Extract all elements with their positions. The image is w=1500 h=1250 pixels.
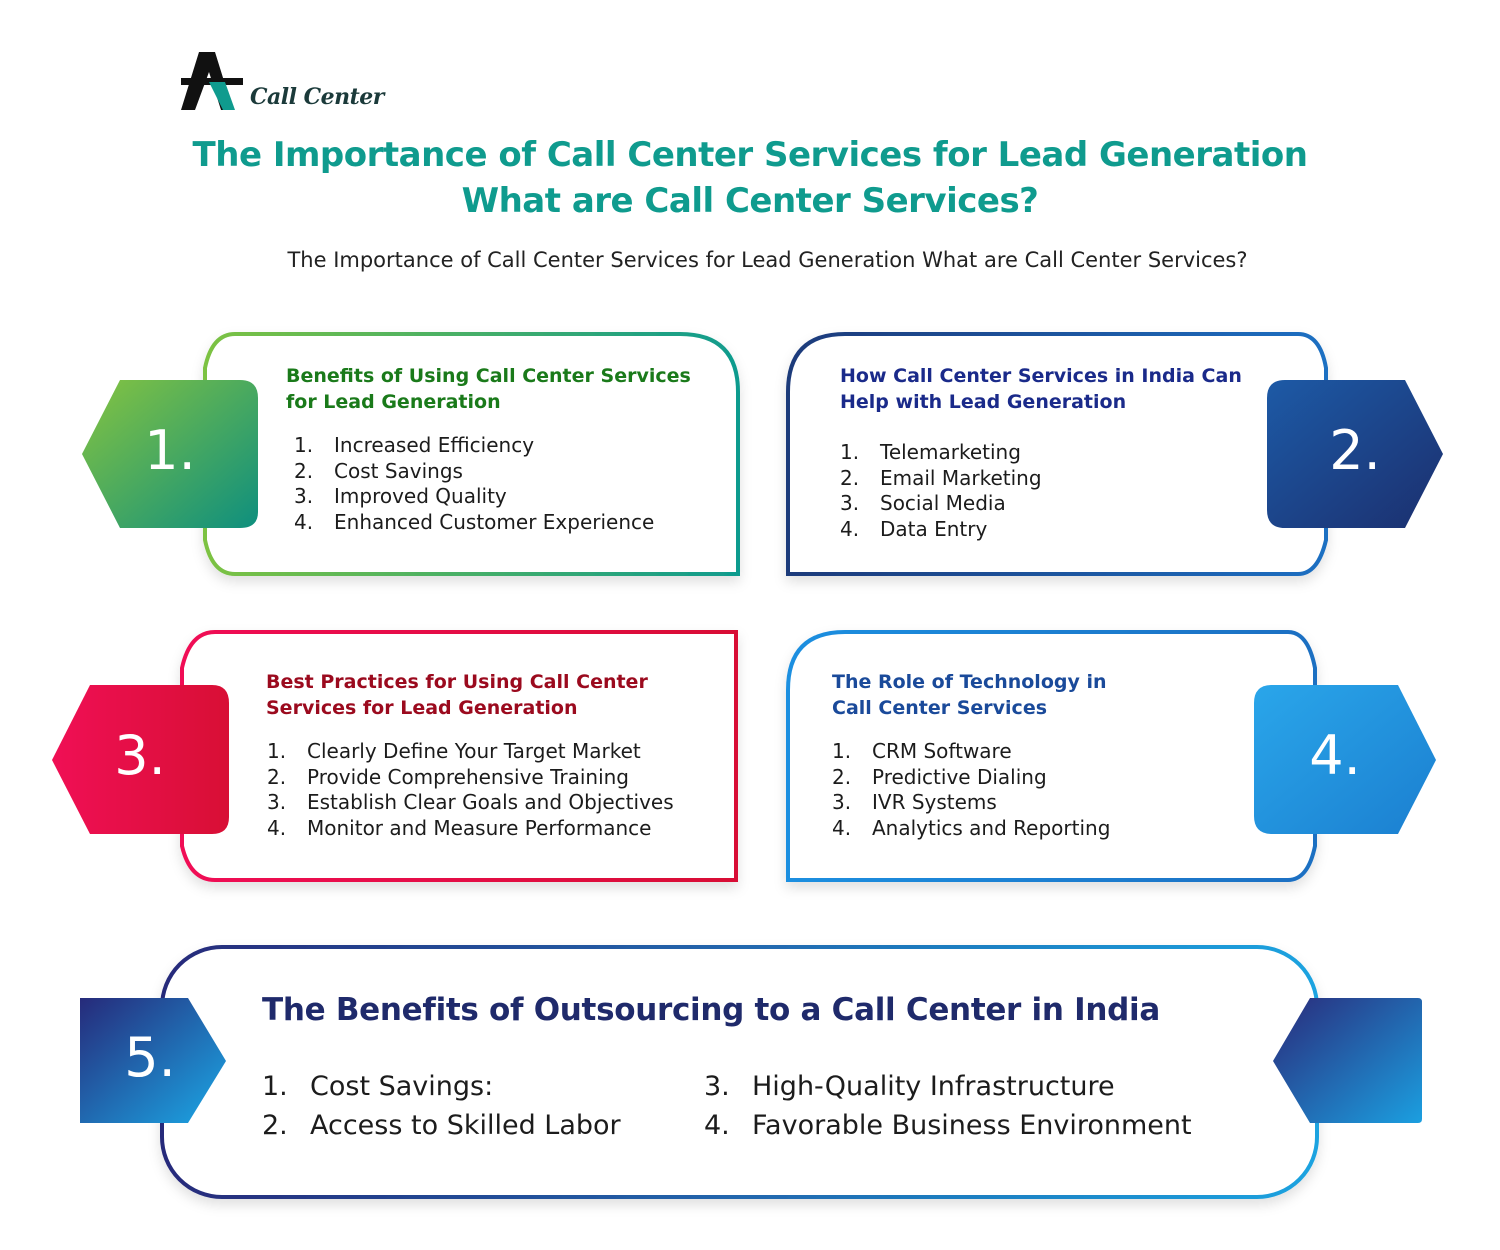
card-4-title: The Role of Technology in Call Center Se… xyxy=(832,669,1107,721)
card-3-list: 1.Clearly Define Your Target Market 2.Pr… xyxy=(267,739,674,842)
list-item: 1.Increased Efficiency xyxy=(294,433,535,457)
bottom-number: 5. xyxy=(124,1026,176,1089)
card-2-number: 2. xyxy=(1329,419,1381,482)
card-1-title-line-1: Benefits of Using Call Center Services xyxy=(286,365,691,387)
card-1-title-line-2: for Lead Generation xyxy=(286,391,501,413)
card-3-title: Best Practices for Using Call Center Ser… xyxy=(266,669,648,721)
card-1-badge xyxy=(82,380,258,528)
card-3-title-line-2: Services for Lead Generation xyxy=(266,697,578,719)
bottom-badge-right xyxy=(1273,998,1422,1123)
list-item: 4.Data Entry xyxy=(840,517,988,542)
card-4-title-line-1: The Role of Technology in xyxy=(832,671,1107,693)
bottom-badge-left xyxy=(80,998,226,1123)
card-2-title-line-2: Help with Lead Generation xyxy=(840,391,1127,413)
card-1-list: 1.Increased Efficiency 2.Cost Savings 3.… xyxy=(294,433,654,536)
list-item: 2.Email Marketing xyxy=(840,465,1042,490)
list-item: 4.Monitor and Measure Performance xyxy=(267,816,652,841)
list-item: 4.Enhanced Customer Experience xyxy=(294,510,655,535)
list-item: 1.CRM Software xyxy=(832,739,1012,763)
card-1-number: 1. xyxy=(144,419,196,482)
list-item: 3.Establish Clear Goals and Objectives xyxy=(267,790,674,815)
list-item: 4.Analytics and Reporting xyxy=(832,816,1111,841)
bottom-list-left: 1.Cost Savings: 2.Access to Skilled Labo… xyxy=(262,1067,621,1145)
card-3-badge xyxy=(52,685,229,834)
card-2-list: 1.Telemarketing 2.Email Marketing 3.Soci… xyxy=(840,440,1042,543)
card-3-frame xyxy=(180,630,738,882)
logo-text: Call Center xyxy=(250,84,384,110)
list-item: 1.Clearly Define Your Target Market xyxy=(267,739,641,763)
list-item: 1.Telemarketing xyxy=(840,440,1021,464)
list-item: 4.Favorable Business Environment xyxy=(704,1110,1192,1141)
card-3-number: 3. xyxy=(114,724,166,787)
bottom-title: The Benefits of Outsourcing to a Call Ce… xyxy=(262,992,1160,1028)
list-item: 2.Provide Comprehensive Training xyxy=(267,764,629,789)
list-item: 3.IVR Systems xyxy=(832,790,997,815)
list-item: 3.Social Media xyxy=(840,491,1006,516)
list-item: 3.Improved Quality xyxy=(294,484,507,509)
card-1-frame xyxy=(203,332,740,576)
card-4-frame xyxy=(786,630,1317,882)
card-4-list: 1.CRM Software 2.Predictive Dialing 3.IV… xyxy=(832,739,1110,842)
list-item: 2.Cost Savings xyxy=(294,458,463,483)
bottom-list-right: 3.High-Quality Infrastructure 4.Favorabl… xyxy=(704,1067,1192,1145)
logo: Call Center xyxy=(178,50,384,120)
card-2-title: How Call Center Services in India Can He… xyxy=(840,363,1242,415)
card-4-badge xyxy=(1254,685,1436,834)
card-3-title-line-1: Best Practices for Using Call Center xyxy=(266,671,648,693)
card-2-frame xyxy=(786,332,1328,576)
logo-mark xyxy=(181,52,243,110)
page-title-line-1: The Importance of Call Center Services f… xyxy=(192,135,1308,175)
card-4-number: 4. xyxy=(1309,724,1361,787)
card-4-title-line-2: Call Center Services xyxy=(832,697,1048,719)
list-item: 2.Predictive Dialing xyxy=(832,764,1047,789)
page-title-line-2: What are Call Center Services? xyxy=(461,181,1039,221)
card-1-title: Benefits of Using Call Center Services f… xyxy=(286,363,691,415)
page-subtitle: The Importance of Call Center Services f… xyxy=(287,248,1248,272)
card-2-title-line-1: How Call Center Services in India Can xyxy=(840,365,1242,387)
list-item: 1.Cost Savings: xyxy=(262,1071,494,1102)
card-2-badge xyxy=(1267,380,1443,528)
list-item: 3.High-Quality Infrastructure xyxy=(704,1071,1115,1102)
list-item: 2.Access to Skilled Labor xyxy=(262,1110,621,1141)
